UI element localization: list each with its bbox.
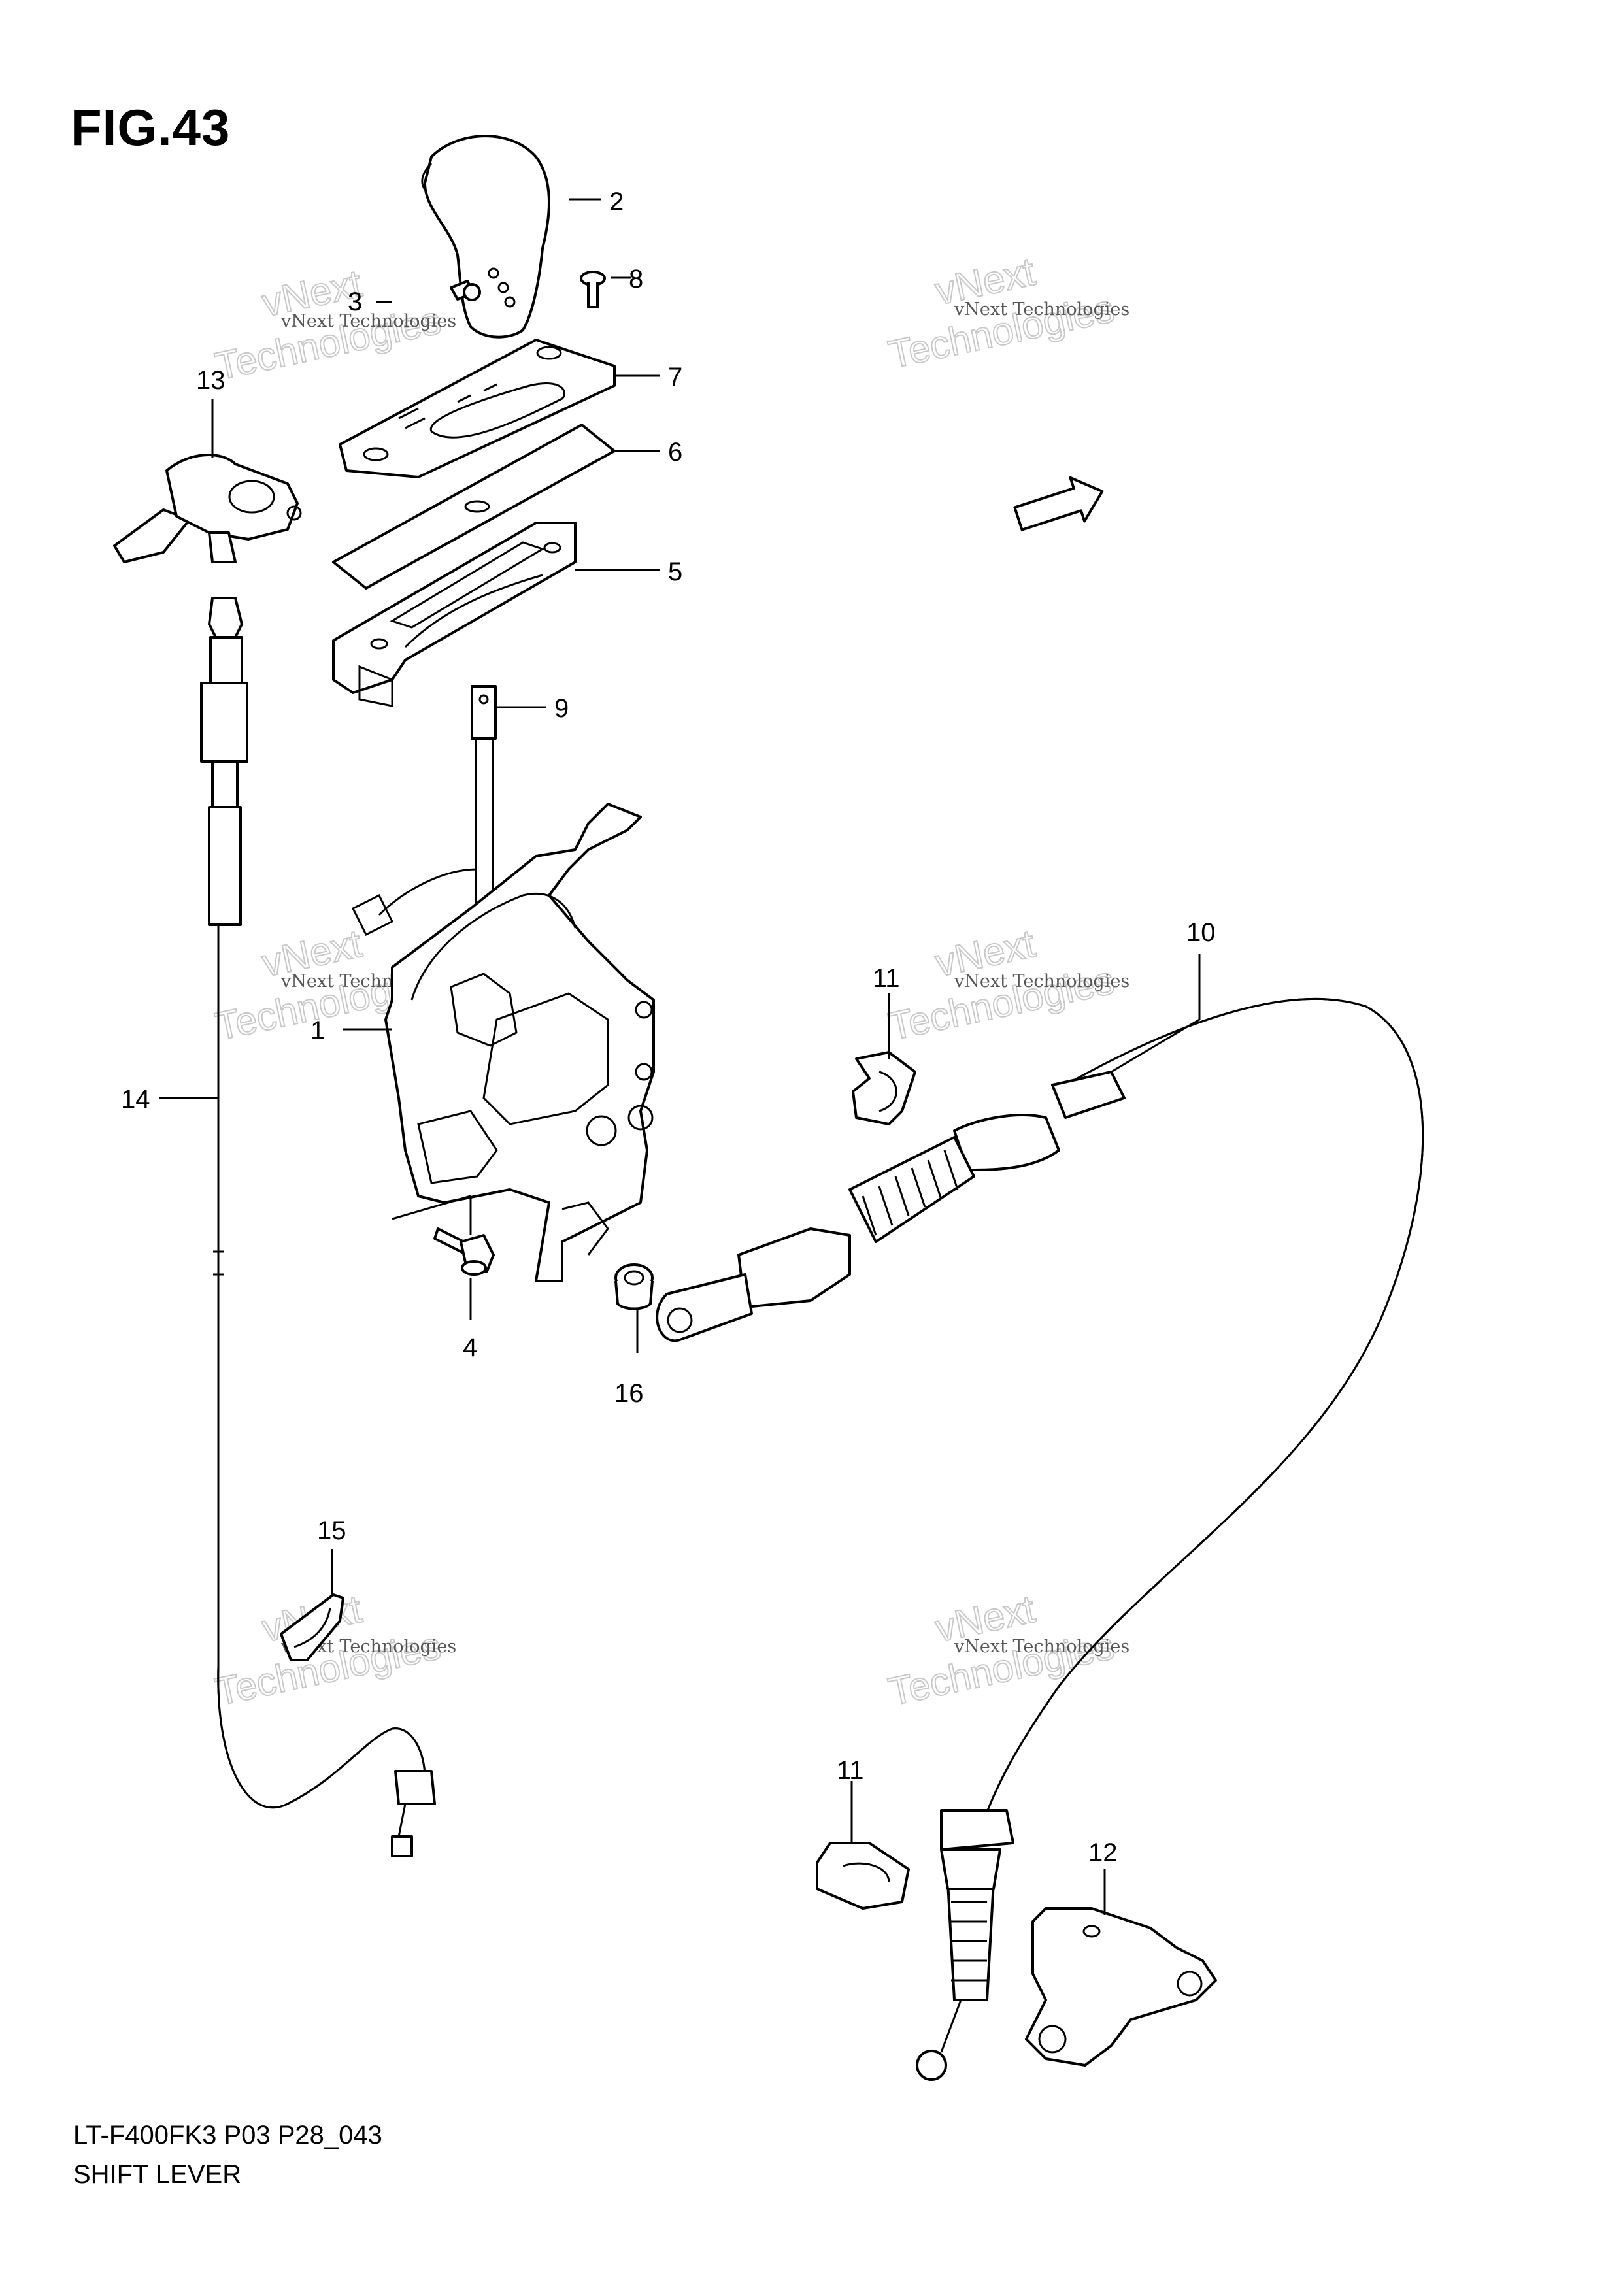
- part-14-throttle-cable: [200, 597, 436, 1857]
- watermark: Technologies vNext vNext Technologies: [884, 1586, 1130, 1714]
- watermark: Technologies vNext vNext Technologies: [211, 261, 457, 389]
- callout-15: 15: [317, 1516, 346, 1545]
- part-12-cable-bracket: [1025, 1907, 1217, 2067]
- part-11-cable-clip-upper: [852, 1051, 916, 1125]
- callout-4: 4: [463, 1333, 477, 1362]
- part-11-cable-clip-lower: [816, 1842, 910, 1910]
- callout-11-upper: 11: [873, 964, 900, 993]
- watermark: Technologies vNext vNext Technologies: [884, 249, 1130, 377]
- callout-6: 6: [668, 438, 682, 467]
- part-15-cable-clamp: [280, 1593, 344, 1661]
- watermark: Technologies vNext vNext Technologies: [884, 921, 1130, 1049]
- callout-3: 3: [348, 288, 362, 316]
- part-10-shift-cable: [656, 998, 1424, 2081]
- svg-text:vNext Technologies: vNext Technologies: [954, 1637, 1129, 1657]
- part-3-screw: [450, 280, 481, 301]
- callout-9: 9: [554, 694, 569, 723]
- callout-16: 16: [614, 1379, 644, 1408]
- part-5-guide-plate: [332, 522, 577, 707]
- callout-7: 7: [668, 363, 682, 391]
- model-code: LT-F400FK3 P03 P28_043: [73, 2121, 382, 2150]
- callout-14: 14: [121, 1085, 150, 1114]
- svg-text:vNext Technologies: vNext Technologies: [954, 971, 1129, 991]
- part-callouts: 2 3 8 7 6 5 9 1 4 16 10 11 11 12 13 14 1…: [121, 188, 1216, 1867]
- callout-1: 1: [310, 1016, 325, 1045]
- diagram-caption: SHIFT LEVER: [73, 2160, 242, 2189]
- svg-text:vNext Technologies: vNext Technologies: [280, 311, 456, 331]
- svg-text:vNext Technologies: vNext Technologies: [954, 299, 1129, 320]
- forward-direction-arrow: FWD: [1013, 476, 1104, 531]
- callout-12: 12: [1088, 1838, 1118, 1867]
- leader-lines: [159, 198, 1201, 1915]
- part-16-bushing: [614, 1263, 654, 1310]
- part-4-bolt: [433, 1227, 495, 1276]
- callout-11-lower: 11: [837, 1756, 864, 1785]
- part-1-lever-assembly: [351, 803, 655, 1282]
- callout-2: 2: [609, 188, 624, 216]
- part-8-screw: [580, 271, 606, 308]
- part-13-lever-switch: [113, 454, 302, 563]
- callout-8: 8: [629, 265, 643, 293]
- callout-13: 13: [196, 366, 226, 395]
- callout-5: 5: [668, 557, 682, 586]
- callout-10: 10: [1186, 918, 1216, 947]
- part-7-gate-plate: [339, 339, 616, 478]
- figure-title: FIG.43: [71, 99, 231, 156]
- part-2-shift-knob: [421, 135, 550, 339]
